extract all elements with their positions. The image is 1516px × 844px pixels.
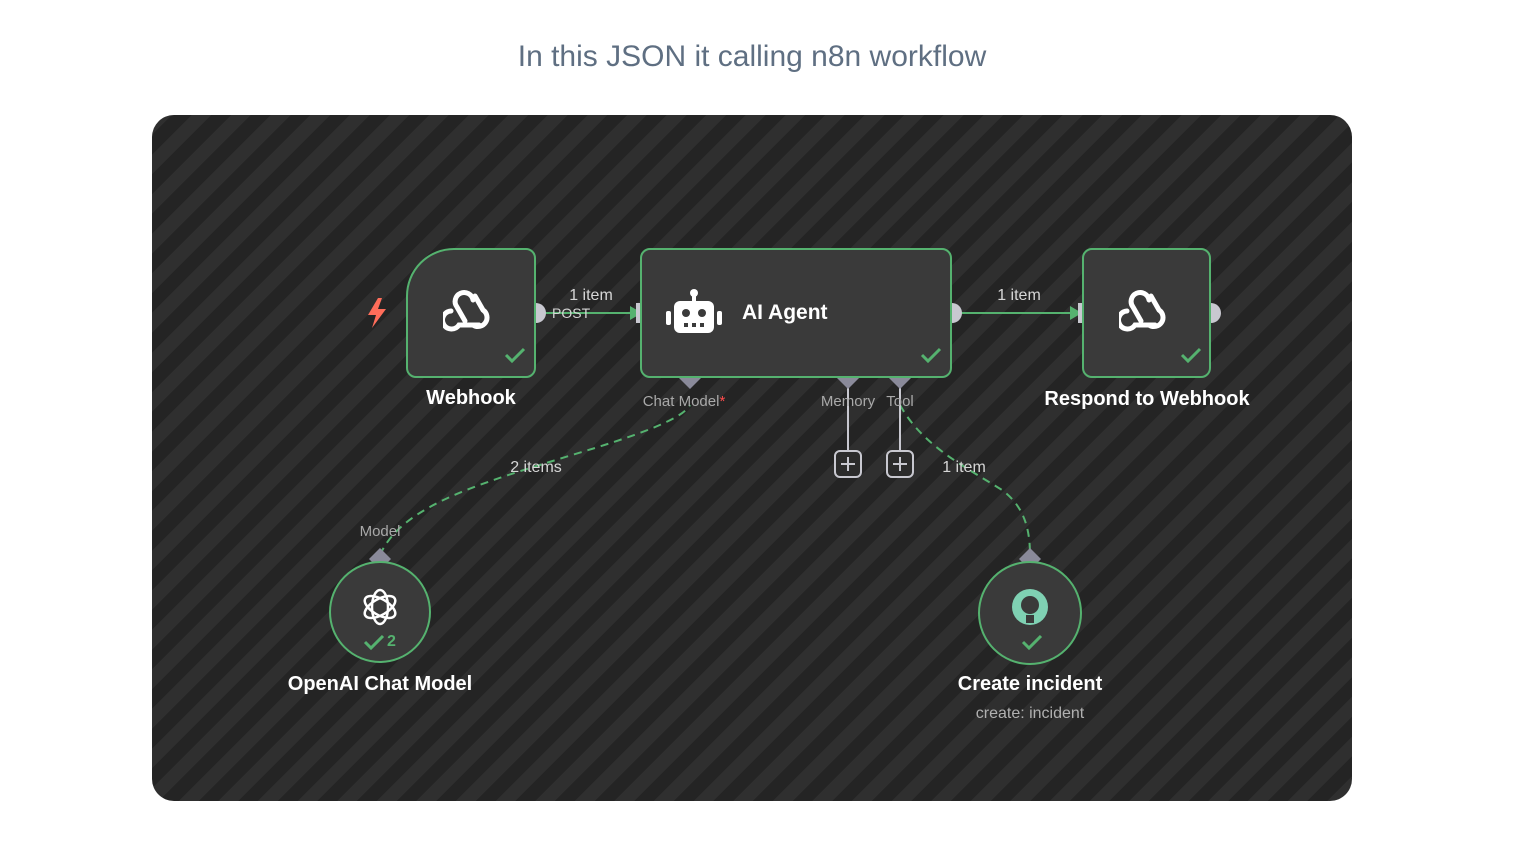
lightning-icon — [368, 298, 386, 328]
edge-label-tool-agent: 1 item — [942, 459, 986, 476]
memory-port-label: Memory — [820, 393, 876, 410]
connection-tool-agent — [899, 404, 1031, 556]
webhook-icon — [1118, 290, 1165, 332]
robot-icon — [666, 289, 722, 333]
incident-node-label: Create incident — [957, 673, 1103, 695]
chat-model-port-label: Chat Model* — [642, 393, 726, 410]
success-check-icon — [920, 347, 942, 364]
edge-label-agent-respond: 1 item — [997, 287, 1041, 304]
openai-chat-model-node[interactable]: 2 — [329, 561, 431, 663]
openai-port-label: Model — [359, 523, 401, 540]
success-check-icon — [1180, 347, 1202, 364]
webhook-node-label: Webhook — [426, 387, 516, 409]
respond-to-webhook-node[interactable] — [1082, 248, 1211, 378]
add-tool-button[interactable] — [886, 450, 914, 478]
incident-node-subtitle: create: incident — [975, 705, 1085, 722]
tool-port-label: Tool — [886, 393, 914, 410]
openai-icon — [363, 588, 397, 626]
add-memory-button[interactable] — [834, 450, 862, 478]
respond-node-label: Respond to Webhook — [1044, 388, 1250, 410]
incident-icon — [1012, 589, 1048, 625]
ai-agent-title: AI Agent — [742, 301, 828, 324]
create-incident-node[interactable] — [978, 561, 1082, 665]
success-check-icon — [363, 634, 385, 651]
success-check-icon — [1021, 634, 1043, 651]
run-count-badge: 2 — [387, 633, 396, 650]
edge-label-webhook-agent: 1 item — [569, 287, 613, 304]
webhook-node[interactable] — [406, 248, 536, 378]
connection-model-agent — [379, 404, 691, 556]
success-check-icon — [504, 347, 526, 364]
page-caption: In this JSON it calling n8n workflow — [517, 40, 987, 73]
webhook-output-label: POST — [552, 305, 591, 321]
arrow-head — [1070, 306, 1082, 320]
webhook-icon — [443, 290, 490, 332]
openai-node-label: OpenAI Chat Model — [287, 673, 473, 695]
ai-agent-node[interactable]: AI Agent — [640, 248, 952, 378]
workflow-canvas[interactable]: Webhook POST 1 item AI Agent Chat Model*… — [152, 115, 1352, 801]
connections-layer — [369, 303, 1221, 570]
edge-label-model-agent: 2 items — [510, 459, 562, 476]
